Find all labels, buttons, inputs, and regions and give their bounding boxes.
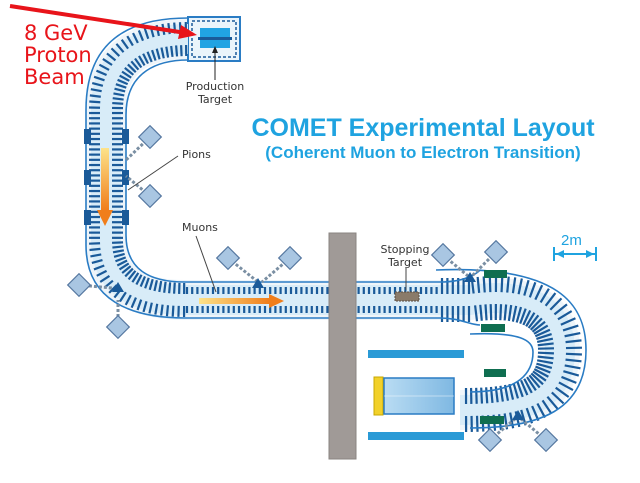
beam-label-line3: Beam [24,66,92,88]
detector-section [368,350,464,440]
scale-bar [554,247,596,261]
beam-label-line2: Proton [24,44,92,66]
diagram-title: COMET Experimental Layout [226,114,620,142]
pions-pointer [128,156,178,190]
stopping-target-label-line1: Stopping [374,243,436,256]
beam-label-line1: 8 GeV [24,22,92,44]
stopping-target-label: Stopping Target [374,243,436,269]
scale-label: 2m [561,232,582,249]
production-target-label-line2: Target [182,93,248,106]
calorimeter [374,377,383,415]
shielding-wall [329,233,356,459]
diagram-subtitle: (Coherent Muon to Electron Transition) [226,143,620,163]
stopping-target-label-line2: Target [374,256,436,269]
production-solenoid [188,17,240,61]
pions-label: Pions [182,148,211,161]
muons-label: Muons [182,221,218,234]
production-target-label-line1: Production [182,80,248,93]
production-target-label: Production Target [182,80,248,106]
beam-label: 8 GeV Proton Beam [24,22,92,88]
production-target-pointer [212,46,218,80]
stopping-target [395,292,419,301]
